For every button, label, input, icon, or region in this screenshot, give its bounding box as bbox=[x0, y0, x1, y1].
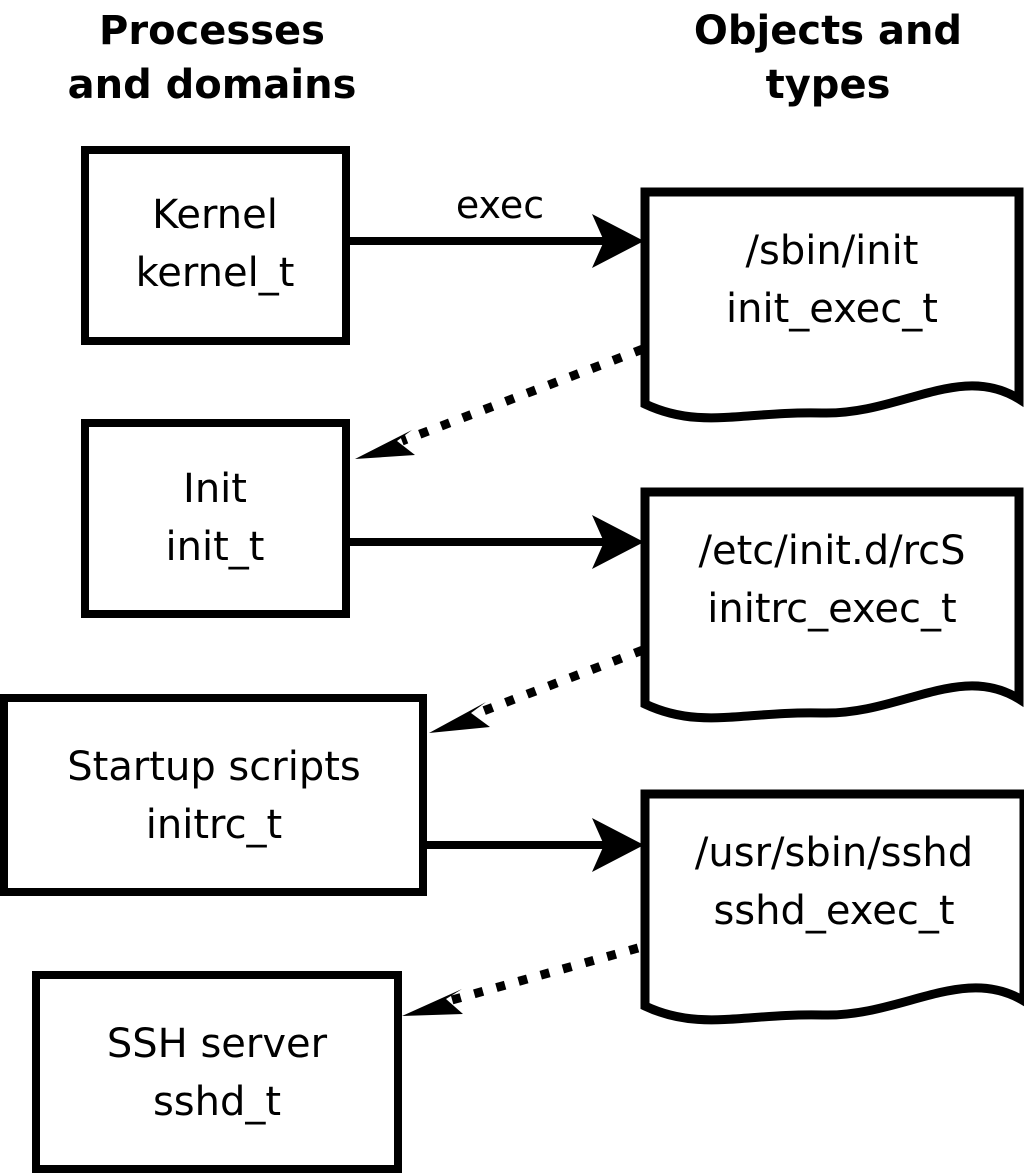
process-node-kernel-box[interactable] bbox=[81, 146, 350, 345]
column-header-objects-line2: types bbox=[766, 62, 891, 108]
object-node-init-exec-document-shape[interactable] bbox=[640, 187, 1024, 423]
object-node-sshd-exec-line2: sshd_exec_t bbox=[713, 888, 954, 934]
process-node-initrc-line2: initrc_t bbox=[146, 802, 283, 848]
process-node-initrc-line1: Startup scripts bbox=[67, 744, 360, 790]
column-header-objects: Objects and types bbox=[694, 8, 962, 108]
edge-initrc-to-sshd-exec bbox=[427, 818, 644, 872]
object-node-initrc-exec-line1: /etc/init.d/rcS bbox=[698, 528, 965, 574]
process-node-initrc-box[interactable] bbox=[0, 694, 427, 896]
process-node-init-line2: init_t bbox=[166, 524, 265, 570]
column-header-processes-line2: and domains bbox=[68, 62, 357, 108]
object-node-initrc-exec-document-shape[interactable] bbox=[640, 487, 1024, 723]
edge-kernel-to-init-exec: exec bbox=[350, 183, 644, 268]
column-header-objects-line1: Objects and bbox=[694, 8, 962, 54]
process-node-sshd[interactable]: SSH server sshd_t bbox=[32, 971, 402, 1173]
column-header-processes: Processes and domains bbox=[68, 8, 357, 108]
object-node-init-exec-line2: init_exec_t bbox=[726, 286, 938, 332]
process-node-kernel[interactable]: Kernel kernel_t bbox=[81, 146, 350, 345]
arrowhead-icon bbox=[592, 214, 644, 268]
edge-init-exec-to-init bbox=[355, 344, 645, 459]
edge-label-exec: exec bbox=[456, 183, 544, 227]
process-node-sshd-box[interactable] bbox=[32, 971, 402, 1173]
process-node-init[interactable]: Init init_t bbox=[81, 419, 350, 618]
process-node-kernel-line2: kernel_t bbox=[136, 250, 295, 296]
process-node-sshd-line2: sshd_t bbox=[153, 1079, 281, 1125]
object-node-init-exec-line1: /sbin/init bbox=[746, 228, 919, 274]
object-node-sshd-exec-document-shape[interactable] bbox=[640, 789, 1024, 1025]
process-node-sshd-line1: SSH server bbox=[107, 1021, 328, 1067]
object-node-initrc-exec[interactable]: /etc/init.d/rcS initrc_exec_t bbox=[640, 487, 1024, 723]
edge-initrc-exec-to-initrc bbox=[429, 645, 645, 733]
column-header-processes-line1: Processes bbox=[99, 8, 325, 54]
object-node-initrc-exec-line2: initrc_exec_t bbox=[707, 586, 956, 632]
process-node-init-box[interactable] bbox=[81, 419, 350, 618]
object-node-sshd-exec[interactable]: /usr/sbin/sshd sshd_exec_t bbox=[640, 789, 1024, 1025]
process-node-kernel-line1: Kernel bbox=[152, 192, 278, 238]
arrowhead-icon bbox=[592, 818, 644, 872]
object-node-sshd-exec-line1: /usr/sbin/sshd bbox=[695, 830, 973, 876]
edge-line bbox=[450, 943, 640, 1005]
edge-init-to-initrc-exec bbox=[350, 515, 644, 569]
process-node-initrc[interactable]: Startup scripts initrc_t bbox=[0, 694, 427, 896]
arrowhead-icon bbox=[429, 702, 490, 733]
process-node-init-line1: Init bbox=[183, 466, 247, 512]
arrowhead-icon bbox=[592, 515, 644, 569]
object-node-init-exec[interactable]: /sbin/init init_exec_t bbox=[640, 187, 1024, 423]
edge-sshd-exec-to-sshd bbox=[402, 943, 640, 1016]
arrowhead-icon bbox=[355, 430, 415, 459]
edge-line bbox=[476, 645, 645, 718]
edge-line bbox=[400, 344, 645, 446]
arrowhead-icon bbox=[402, 989, 463, 1016]
